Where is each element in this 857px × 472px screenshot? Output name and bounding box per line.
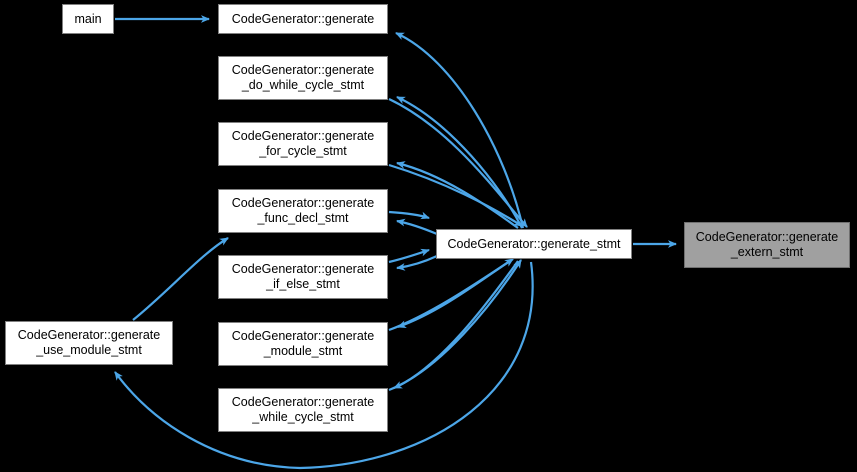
edge-for-cycle-to-generate-stmt xyxy=(388,163,523,227)
edge-generate-stmt-to-generate xyxy=(395,32,525,229)
node-label-line2: _module_stmt xyxy=(263,344,343,358)
node-label-line1: CodeGenerator::generate xyxy=(231,11,375,26)
edge-while-cycle-to-generate-stmt xyxy=(388,259,522,392)
edge-generate-stmt-to-if-else xyxy=(396,255,438,271)
node-label-line1: CodeGenerator::generate xyxy=(17,328,161,342)
edge-if-else-to-generate-stmt xyxy=(388,248,430,264)
node-codegenerator-generate-module-stmt[interactable]: CodeGenerator::generate _module_stmt xyxy=(218,322,388,366)
edge-func-decl-to-generate-stmt xyxy=(388,210,430,220)
node-label-line2: _use_module_stmt xyxy=(36,343,142,357)
node-label-line2: _do_while_cycle_stmt xyxy=(241,78,365,92)
edge-generate-stmt-to-while-cycle xyxy=(393,260,519,390)
edge-generate-stmt-to-for-cycle xyxy=(396,161,519,229)
node-codegenerator-generate[interactable]: CodeGenerator::generate xyxy=(218,4,388,34)
node-label-line1: CodeGenerator::generate xyxy=(231,262,375,276)
node-codegenerator-generate-for-cycle-stmt[interactable]: CodeGenerator::generate _for_cycle_stmt xyxy=(218,122,388,166)
node-label-line2: _for_cycle_stmt xyxy=(259,144,347,158)
node-codegenerator-generate-if-else-stmt[interactable]: CodeGenerator::generate _if_else_stmt xyxy=(218,255,388,299)
edge-use-module-to-func-decl xyxy=(132,237,229,321)
node-label-line1: CodeGenerator::generate_stmt xyxy=(447,236,621,251)
node-label-line1: CodeGenerator::generate xyxy=(231,329,375,343)
node-codegenerator-generate-while-cycle-stmt[interactable]: CodeGenerator::generate _while_cycle_stm… xyxy=(218,388,388,432)
edge-generate-stmt-to-do-while xyxy=(396,96,523,229)
node-codegenerator-generate-func-decl-stmt[interactable]: CodeGenerator::generate _func_decl_stmt xyxy=(218,189,388,233)
node-label-line2: _func_decl_stmt xyxy=(257,211,349,225)
node-codegenerator-generate-extern-stmt[interactable]: CodeGenerator::generate _extern_stmt xyxy=(684,222,850,268)
node-label-line1: CodeGenerator::generate xyxy=(231,395,375,409)
node-label-line1: main xyxy=(74,11,102,26)
edge-module-stmt-to-generate-stmt xyxy=(388,258,514,332)
node-label-line2: _while_cycle_stmt xyxy=(252,410,354,424)
node-label-line2: _if_else_stmt xyxy=(266,277,340,291)
edge-generate-stmt-to-use-module xyxy=(114,261,534,470)
edge-do-while-to-generate-stmt xyxy=(388,98,528,228)
node-label-line1: CodeGenerator::generate xyxy=(231,196,375,210)
node-codegenerator-generate-use-module-stmt[interactable]: CodeGenerator::generate _use_module_stmt xyxy=(5,321,173,365)
node-label-line1: CodeGenerator::generate xyxy=(231,63,375,77)
node-label-line2: _extern_stmt xyxy=(730,245,804,259)
node-label-line1: CodeGenerator::generate xyxy=(695,230,839,244)
node-label-line1: CodeGenerator::generate xyxy=(231,129,375,143)
node-codegenerator-generate-stmt[interactable]: CodeGenerator::generate_stmt xyxy=(436,229,632,259)
node-codegenerator-generate-do-while-cycle-stmt[interactable]: CodeGenerator::generate _do_while_cycle_… xyxy=(218,56,388,100)
node-main[interactable]: main xyxy=(62,4,114,34)
edge-generate-stmt-to-func-decl xyxy=(396,218,438,236)
